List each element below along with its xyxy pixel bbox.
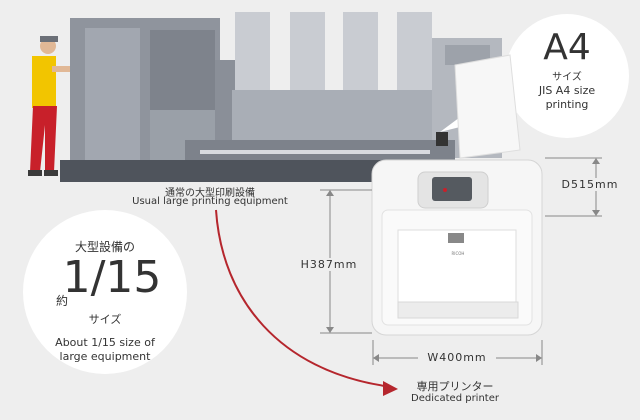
size-fraction: 1/15 (62, 252, 162, 303)
size-comparison-bubble-shape (23, 210, 187, 374)
large-printing-machine (60, 12, 502, 182)
relation-arrow (215, 209, 386, 387)
size-suffix: サイズ (88, 313, 122, 326)
width-dimension: W400mm (418, 351, 496, 364)
size-en-line2: large equipment (59, 350, 151, 363)
large-equipment-label-en: Usual large printing equipment (132, 196, 288, 207)
printer-label-ja: 専用プリンター (416, 380, 494, 393)
paper-sheet (454, 54, 521, 159)
printer-label-en: Dedicated printer (411, 393, 499, 404)
size-line1: 大型設備の (74, 240, 135, 254)
printer-brand: RICOH (451, 251, 465, 256)
a4-en-line2: printing (545, 98, 589, 111)
worker-figure (28, 36, 70, 176)
depth-dimension: D515mm (555, 178, 625, 191)
size-en-line1: About 1/15 size of (55, 336, 155, 349)
size-prefix: 約 (55, 294, 68, 308)
arrow-head (383, 381, 398, 396)
a4-big-text: A4 (543, 27, 591, 68)
height-dimension: H387mm (290, 258, 368, 271)
a4-en-line1: JIS A4 size (538, 84, 596, 97)
dedicated-printer (371, 132, 543, 336)
a4-small-text: サイズ (552, 72, 582, 83)
large-equipment-label-ja: 通常の大型印刷設備 (165, 188, 255, 199)
